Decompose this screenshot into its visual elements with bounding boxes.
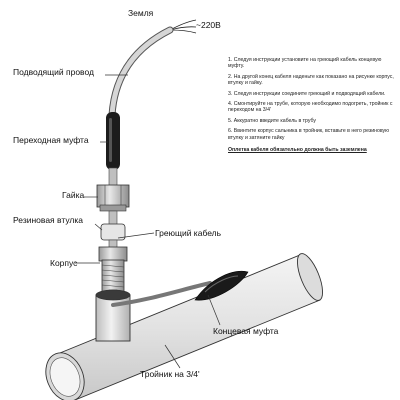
- heating-cable: [111, 281, 212, 307]
- instruction-step-1: 1. Следуя инструкции установите на греющ…: [228, 57, 382, 70]
- instruction-step-6: 6. Ввинтите корпус сальника в тройник, в…: [228, 128, 390, 141]
- instruction-step-2: 2. На другой конец кабеля наденьте как п…: [228, 73, 394, 87]
- instruction-step-4: 4. Смонтируйте на трубе, которую необход…: [228, 101, 393, 114]
- end-coupling-label: Концевая муфта: [213, 326, 279, 336]
- supply-wire-ends: [169, 19, 197, 34]
- instruction-step-3: 3. Следуя инструкции соедините греющий и…: [228, 90, 386, 97]
- instruction-step-5: 5. Аккуратно введите кабель в трубу: [228, 117, 316, 124]
- pipe: [45, 253, 323, 400]
- instruction-list: 1. Следуя инструкции установите на греющ…: [228, 57, 396, 153]
- tee-label: Тройник на 3/4': [140, 369, 200, 379]
- tee-branch: [95, 289, 131, 342]
- housing-label: Корпус: [50, 258, 78, 268]
- adapter-coupling-label: Переходная муфта: [13, 135, 89, 145]
- rubber-sleeve-label: Резиновая втулка: [13, 215, 83, 225]
- nut: [96, 184, 130, 212]
- supply-wire: [108, 26, 174, 119]
- adapter-coupling: [106, 112, 120, 170]
- supply-wire-label: Подводящий провод: [13, 67, 94, 77]
- heating-cable-label: Греющий кабель: [155, 228, 222, 238]
- end-coupling: [194, 270, 249, 301]
- voltage-label: ~220В: [196, 20, 221, 30]
- ground-label: Земля: [128, 8, 154, 18]
- grounding-warning: Оплетка кабеля обязательно должна быть з…: [228, 147, 367, 154]
- nut-label: Гайка: [62, 190, 85, 200]
- housing: [98, 246, 128, 293]
